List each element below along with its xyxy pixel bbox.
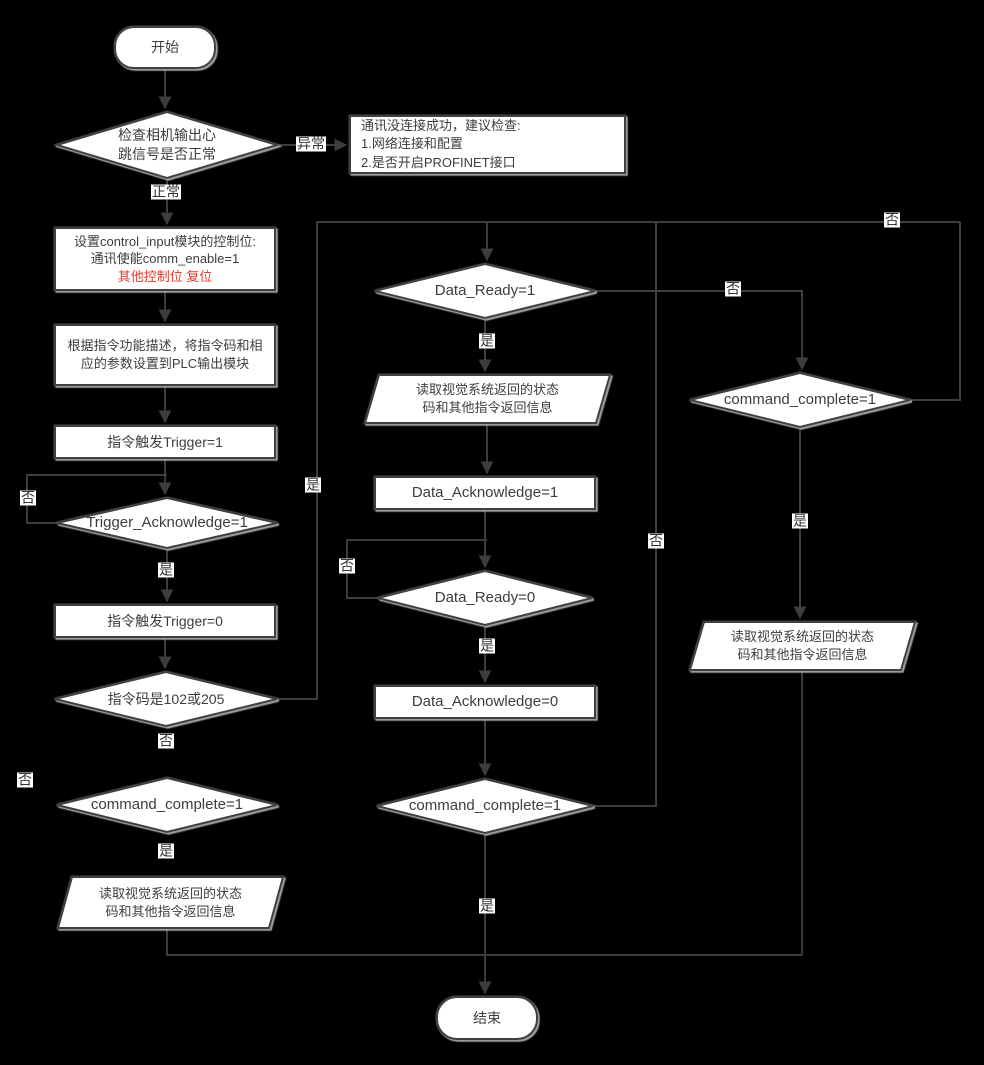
cc-mid-diamond-shape bbox=[376, 777, 594, 835]
cmd-code-label: 指令码是102或205 bbox=[107, 690, 225, 707]
edge-label-no-triggerack: 否 bbox=[20, 489, 36, 506]
read-mid-label: 读取视觉系统返回的状态 码和其他指令返回信息 bbox=[415, 382, 559, 415]
edge-ccright-no-up bbox=[910, 222, 961, 401]
set-control-bits-box-shape bbox=[54, 227, 276, 291]
cmd-code-diamond-shape bbox=[54, 670, 278, 728]
read-right-label: 读取视觉系统返回的状态 码和其他指令返回信息 bbox=[730, 629, 874, 662]
data-ack0-box-shape bbox=[374, 685, 596, 719]
edge-label-no-ccright: 否 bbox=[884, 211, 900, 228]
edge-label-normal: 正常 bbox=[151, 183, 181, 200]
cc-left-label: command_complete=1 bbox=[90, 795, 244, 813]
read-right-parallelogram-shape bbox=[688, 621, 917, 671]
trigger-ack-label: Trigger_Acknowledge=1 bbox=[86, 513, 248, 531]
data-ack0-label: Data_Acknowledge=0 bbox=[411, 692, 559, 710]
edge-label-yes-ccmid: 是 bbox=[479, 897, 495, 914]
start-node-label: 开始 bbox=[151, 39, 179, 56]
set-control-bits-line3-red: 其他控制位 复位 bbox=[117, 268, 213, 284]
set-control-bits-line2: 通讯使能comm_enable=1 bbox=[90, 251, 240, 267]
set-control-bits-line1: 设置control_input模块的控制位: bbox=[73, 233, 257, 249]
data-ready0-label: Data_Ready=0 bbox=[434, 588, 536, 606]
edge-label-yes-triggerack: 是 bbox=[158, 561, 174, 578]
set-params-label: 根据指令功能描述，将指令码和相 应的参数设置到PLC输出模块 bbox=[67, 338, 263, 371]
edge-label-no-ccleft: 否 bbox=[17, 771, 33, 788]
cc-right-diamond-shape bbox=[689, 371, 911, 429]
edge-ccmid-no-up bbox=[593, 222, 657, 807]
set-control-bits-label: 设置control_input模块的控制位: 通讯使能comm_enable=1… bbox=[55, 228, 275, 290]
trigger-off-label: 指令触发Trigger=0 bbox=[107, 612, 223, 629]
end-node-label: 结束 bbox=[473, 1009, 501, 1026]
trigger-on-box-shape bbox=[54, 425, 276, 459]
read-mid-parallelogram-shape bbox=[363, 374, 612, 424]
edge-label-yes-ccleft: 是 bbox=[158, 842, 174, 859]
edge-label-yes-dataready0: 是 bbox=[479, 637, 495, 654]
data-ready1-label: Data_Ready=1 bbox=[434, 281, 536, 299]
end-node-shape bbox=[436, 996, 538, 1040]
edge-label-yes-ccright: 是 bbox=[792, 512, 808, 529]
edge-code-yes-up-top bbox=[277, 221, 960, 700]
check-heartbeat-diamond-shape bbox=[53, 110, 281, 180]
start-node-shape bbox=[114, 26, 216, 69]
cc-right-label: command_complete=1 bbox=[723, 390, 877, 408]
comm-error-box-shape bbox=[349, 115, 626, 174]
edge-label-no-dataready1: 否 bbox=[725, 280, 741, 297]
check-heartbeat-label: 检查相机输出心 跳信号是否正常 bbox=[118, 127, 216, 162]
trigger-on-label: 指令触发Trigger=1 bbox=[107, 433, 223, 450]
edge-label-yes-cmdcode: 是 bbox=[305, 476, 321, 493]
data-ack1-box-shape bbox=[374, 476, 596, 510]
edge-bottom-collector bbox=[166, 928, 802, 956]
comm-error-label: 通讯没连接成功，建议检查: 1.网络连接和配置 2.是否开启PROFINET接口 bbox=[361, 117, 521, 170]
edge-label-no-ccmid: 否 bbox=[648, 532, 664, 549]
set-params-box-shape bbox=[54, 324, 276, 386]
trigger-off-box-shape bbox=[54, 604, 276, 638]
edge-label-no-cmdcode: 否 bbox=[158, 732, 174, 749]
cc-left-diamond-shape bbox=[56, 776, 278, 834]
data-ready0-diamond-shape bbox=[377, 569, 593, 627]
edge-dataready1-no-right bbox=[595, 290, 809, 371]
read-left-parallelogram-shape bbox=[56, 876, 285, 929]
edge-label-abnormal: 异常 bbox=[296, 135, 326, 152]
data-ack1-label: Data_Acknowledge=1 bbox=[411, 483, 559, 501]
data-ready1-diamond-shape bbox=[374, 262, 596, 320]
read-left-label: 读取视觉系统返回的状态 码和其他指令返回信息 bbox=[98, 885, 242, 919]
cc-mid-label: command_complete=1 bbox=[408, 796, 562, 814]
edge-label-yes-dataready1: 是 bbox=[479, 332, 495, 349]
trigger-ack-diamond-shape bbox=[56, 496, 278, 550]
edge-label-no-dataready0: 否 bbox=[339, 557, 355, 574]
